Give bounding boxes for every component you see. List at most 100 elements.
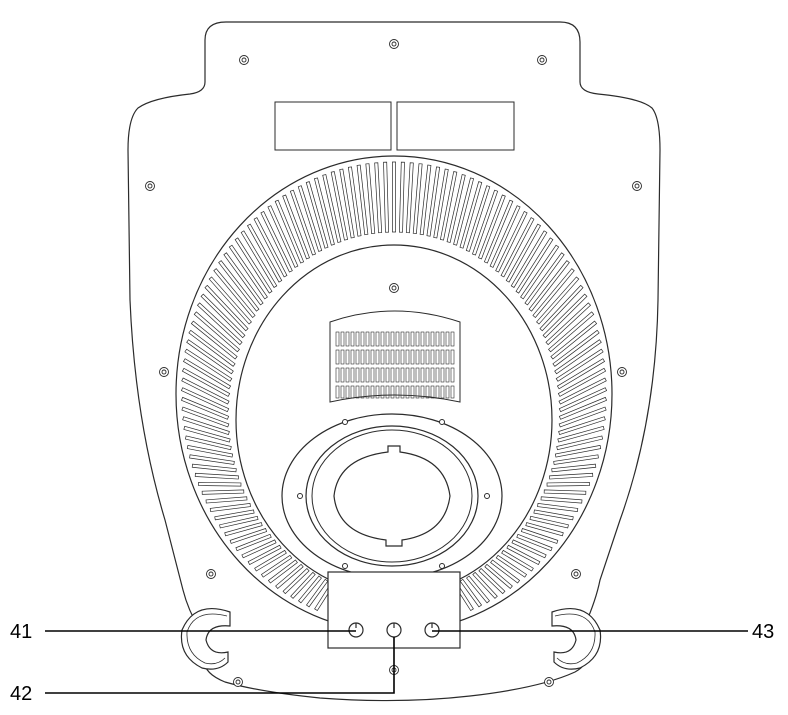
grille-slot xyxy=(445,385,450,399)
vent-slot xyxy=(553,454,599,465)
vent-slot xyxy=(505,223,541,283)
grille-slot xyxy=(365,331,370,347)
vent-slot xyxy=(313,177,335,246)
vent-slot xyxy=(181,406,230,428)
grille-slot xyxy=(450,367,455,383)
vent-slot xyxy=(533,509,574,521)
screw xyxy=(161,369,167,375)
screw xyxy=(147,183,153,189)
vent-slot xyxy=(247,223,283,283)
grille-slot xyxy=(415,367,420,383)
vent-slot xyxy=(557,367,607,397)
grille-slot xyxy=(450,331,455,347)
vent-slot xyxy=(275,563,304,589)
fan-grille xyxy=(329,310,461,403)
grille-slot xyxy=(340,385,345,399)
grille-slot xyxy=(385,349,390,365)
vent-slot xyxy=(484,563,513,589)
screw xyxy=(546,679,552,685)
mount-screw xyxy=(297,493,303,499)
vent-slot xyxy=(532,268,575,318)
grille-slot xyxy=(420,331,425,347)
grille-slot xyxy=(370,331,375,347)
vent-slot xyxy=(483,199,514,264)
vent-slot xyxy=(356,164,369,236)
vent-slot xyxy=(180,396,230,420)
vent-slot xyxy=(554,339,602,375)
vent-slot xyxy=(229,528,268,544)
grille-slot xyxy=(375,331,380,347)
grille-slot xyxy=(345,349,350,365)
leader-line-42 xyxy=(45,637,395,694)
grille-slot xyxy=(385,331,390,347)
vent-slot xyxy=(267,205,299,268)
vent-slot xyxy=(550,320,598,360)
grille-slot xyxy=(350,349,355,365)
grille-slot xyxy=(365,349,370,365)
grille-slot xyxy=(385,385,390,399)
vent-slot xyxy=(260,554,293,578)
vent-slot xyxy=(556,435,604,451)
grille-slot xyxy=(410,367,415,383)
vent-slot xyxy=(453,177,475,246)
vent-slot xyxy=(405,162,414,234)
vent-slot xyxy=(196,302,243,346)
vent-slot xyxy=(298,575,322,604)
vent-slot xyxy=(186,444,234,458)
vent-slot xyxy=(537,503,579,512)
label-window-left xyxy=(274,101,392,151)
vent-slot xyxy=(465,185,491,252)
grille-slot xyxy=(445,331,450,347)
vent-slot xyxy=(240,230,278,288)
screw xyxy=(634,183,640,189)
vent-slot xyxy=(191,463,237,473)
grille-slot xyxy=(420,367,425,383)
vent-slot xyxy=(555,348,604,382)
grille-slot xyxy=(440,367,445,383)
vent-slot xyxy=(290,571,316,599)
vent-slot xyxy=(528,260,570,312)
vent-slot xyxy=(234,237,273,294)
mount-screw xyxy=(342,563,348,569)
grille-slot xyxy=(335,349,340,365)
vent-slot xyxy=(558,387,608,413)
vent-slot xyxy=(489,205,521,268)
grille-slot xyxy=(435,367,440,383)
vent-slot xyxy=(204,284,249,332)
vent-slot xyxy=(540,496,583,504)
vent-slot xyxy=(188,329,236,367)
vent-slot xyxy=(545,302,592,346)
vent-slot xyxy=(495,554,528,578)
vent-slot xyxy=(392,161,396,233)
vent-slot xyxy=(490,559,521,584)
lens-mount-bezel xyxy=(311,429,473,563)
grille-slot xyxy=(400,331,405,347)
vent-ring xyxy=(180,161,608,612)
vent-slot xyxy=(520,244,560,300)
grille-slot xyxy=(360,385,365,399)
screws xyxy=(145,39,642,687)
screw xyxy=(208,571,214,577)
vent-slot xyxy=(347,166,362,237)
vent-slot xyxy=(241,539,277,559)
grille-slot xyxy=(410,349,415,365)
screw xyxy=(241,57,247,63)
vent-slot xyxy=(383,161,390,233)
grille-slot xyxy=(335,331,340,347)
vent-slot xyxy=(186,339,234,375)
mount-screw xyxy=(484,493,490,499)
vent-slot xyxy=(228,244,268,300)
vent-slot xyxy=(218,260,260,312)
vent-slot xyxy=(339,168,355,239)
grille-slot xyxy=(430,349,435,365)
connector-port-43 xyxy=(424,622,440,638)
connector-port-42 xyxy=(386,622,402,638)
vent-slot xyxy=(253,217,288,278)
grille-slot xyxy=(415,331,420,347)
vent-slot xyxy=(184,435,232,451)
grille-slot xyxy=(395,385,400,399)
vent-slot xyxy=(181,377,230,405)
vent-slot xyxy=(554,444,602,458)
grille-slot xyxy=(350,331,355,347)
grille-slot xyxy=(405,349,410,365)
